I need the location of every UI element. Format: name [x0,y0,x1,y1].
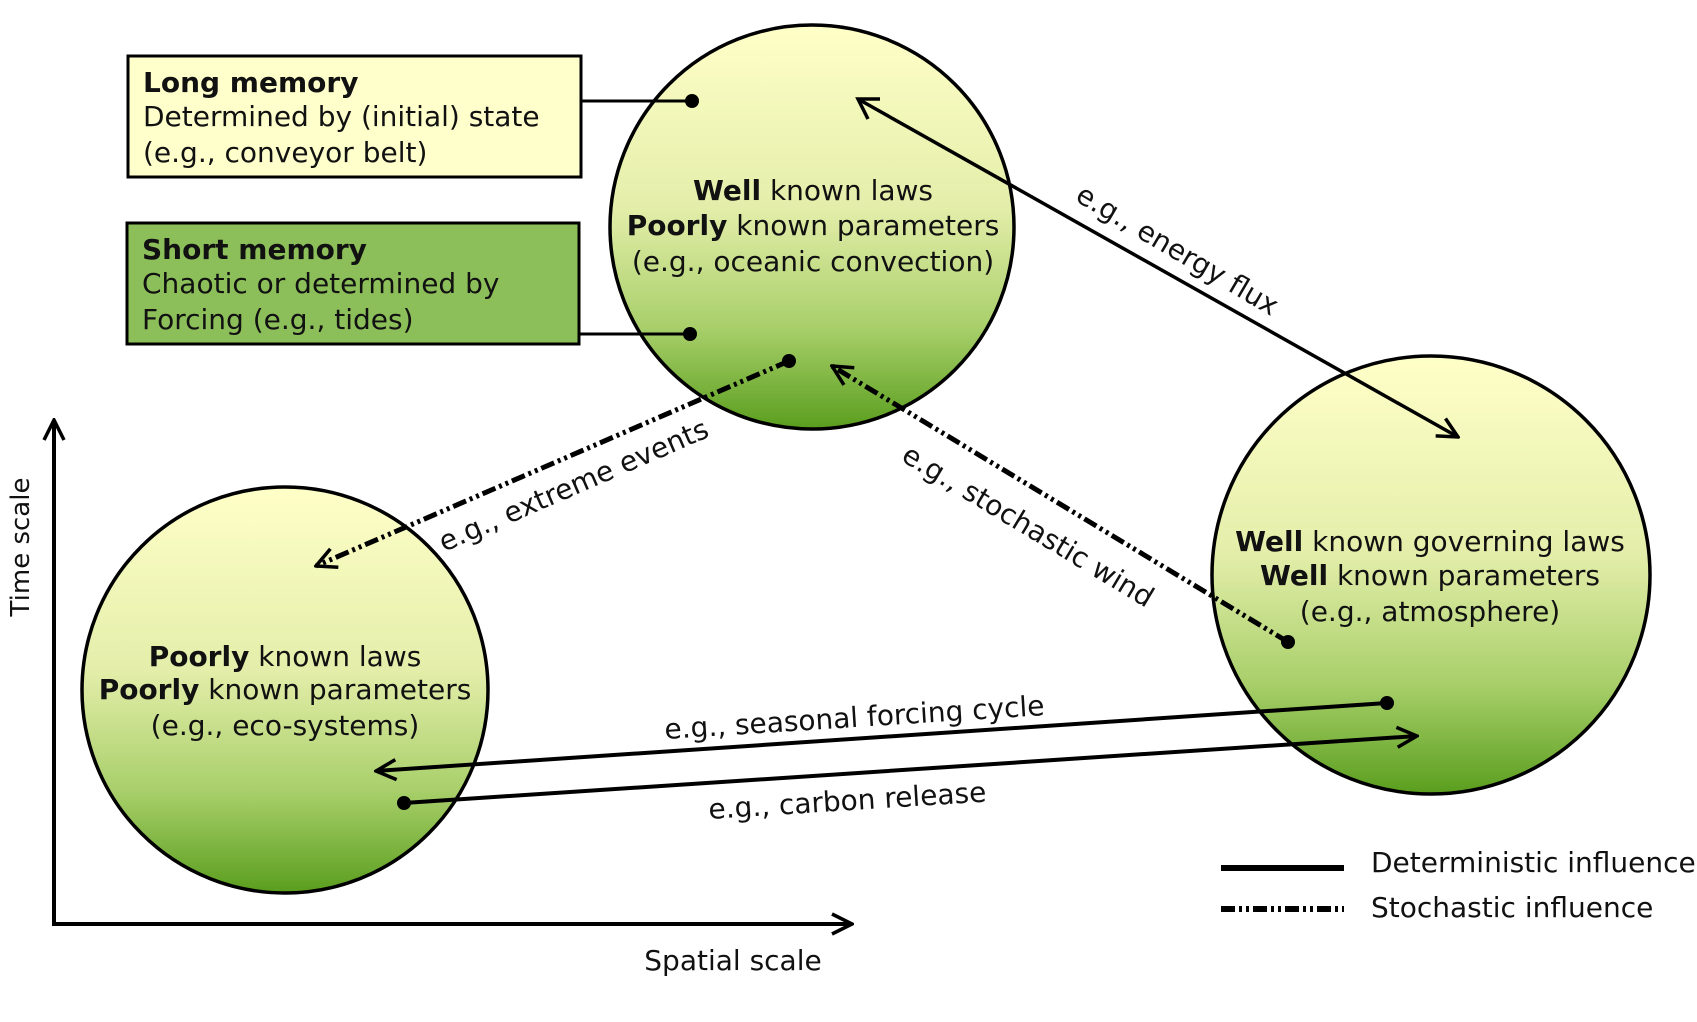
short-memory-line1: Chaotic or determined by [142,267,499,300]
atmos-circle [1210,354,1652,796]
short-memory-title: Short memory [142,233,367,266]
atmos-line1: Well known governing laws [1235,525,1625,558]
long-memory-dot [685,94,699,108]
legend: Deterministic influence Stochastic influ… [1221,846,1696,924]
extreme-events-arrow [316,358,790,566]
seasonal-forcing-arrow [376,701,1388,771]
ocean-node-text: Well known laws Poorly known parameters … [627,174,1000,278]
long-memory-box-bg [126,54,583,179]
extreme-events-dot [782,354,796,368]
axes: Time scale Spatial scale [6,420,852,977]
atmos-line3: (e.g., atmosphere) [1300,595,1560,628]
ocean-circle [608,23,1016,431]
y-axis-label: Time scale [6,478,36,618]
carbon-release-label: e.g., carbon release [707,776,987,826]
energy-flux-arrowhead-start [855,97,880,120]
ocean-line3: (e.g., oceanic convection) [632,245,994,278]
extreme-events-label: e.g., extreme events [434,412,714,558]
long-memory-title: Long memory [143,66,358,99]
short-memory-box: Short memory Chaotic or determined by Fo… [125,221,581,346]
legend-stochastic-label: Stochastic influence [1371,891,1653,924]
eco-line3: (e.g., eco-systems) [151,709,420,742]
energy-flux-label: e.g., energy flux [1070,178,1284,323]
long-memory-line2: (e.g., conveyor belt) [143,136,427,169]
eco-circle [80,485,490,895]
ocean-line2: Poorly known parameters [627,209,1000,242]
long-memory-box: Long memory Determined by (initial) stat… [126,54,583,179]
x-axis-label: Spatial scale [644,944,821,977]
stochastic-wind-dot [1281,635,1295,649]
atmos-line2: Well known parameters [1260,559,1600,592]
atmos-node-text: Well known governing laws Well known par… [1235,525,1625,628]
short-memory-box-bg [125,221,581,346]
eco-line2: Poorly known parameters [99,673,472,706]
long-memory-line1: Determined by (initial) state [143,100,540,133]
eco-node-text: Poorly known laws Poorly known parameter… [99,640,472,742]
short-memory-dot [683,327,697,341]
eco-line1: Poorly known laws [149,640,422,673]
ocean-line1: Well known laws [693,174,933,207]
carbon-release-arrow [403,736,1417,805]
seasonal-forcing-dot [1380,696,1394,710]
short-memory-line2: Forcing (e.g., tides) [142,303,414,336]
stochastic-wind-arrow [832,363,1290,645]
legend-deterministic-label: Deterministic influence [1371,846,1696,879]
carbon-release-dot [397,796,411,810]
stochastic-wind-label: e.g., stochastic wind [896,438,1159,614]
energy-flux-arrow [857,97,1458,437]
